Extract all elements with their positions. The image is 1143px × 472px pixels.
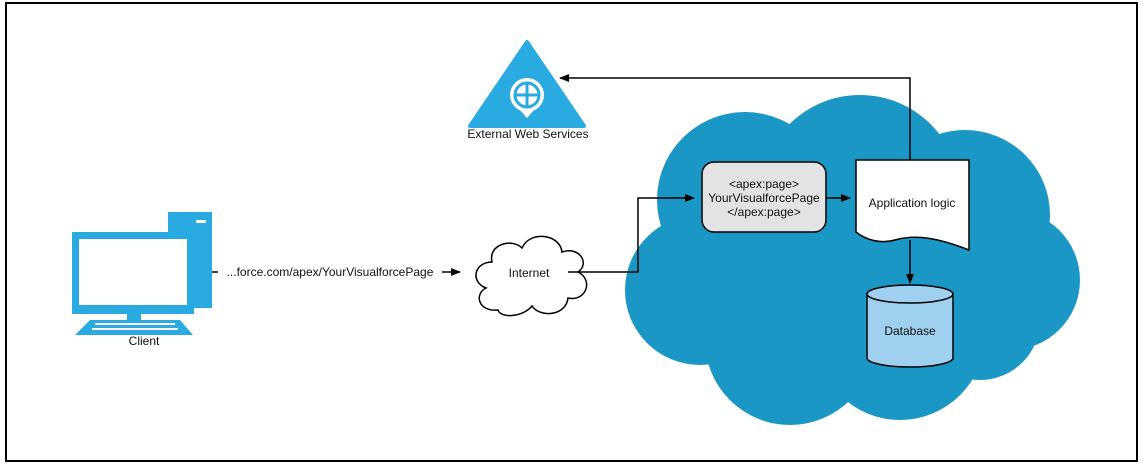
desktop-computer-icon <box>72 212 212 335</box>
client-label: Client <box>129 334 160 348</box>
database-label: Database <box>884 324 936 338</box>
database-cylinder <box>866 284 954 368</box>
url-label: ...force.com/apex/YourVisualforcePage <box>227 265 434 279</box>
external-services-label: External Web Services <box>467 127 588 141</box>
apex-page-box <box>701 161 827 233</box>
application-logic-label: Application logic <box>869 196 956 210</box>
application-logic-document <box>855 159 970 252</box>
apex-line-3: </apex:page> <box>727 205 800 219</box>
internet-to-apex-arrow <box>568 194 695 273</box>
internet-label: Internet <box>509 266 550 280</box>
keyboard-keys <box>92 323 178 330</box>
globe-triangle-icon <box>468 40 586 128</box>
logic-to-external-arrow <box>559 74 911 160</box>
internet-cloud <box>475 235 588 317</box>
apex-line-1: <apex:page> <box>729 177 799 191</box>
apex-line-2: YourVisualforcePage <box>708 191 820 205</box>
url-label-background <box>218 262 442 280</box>
